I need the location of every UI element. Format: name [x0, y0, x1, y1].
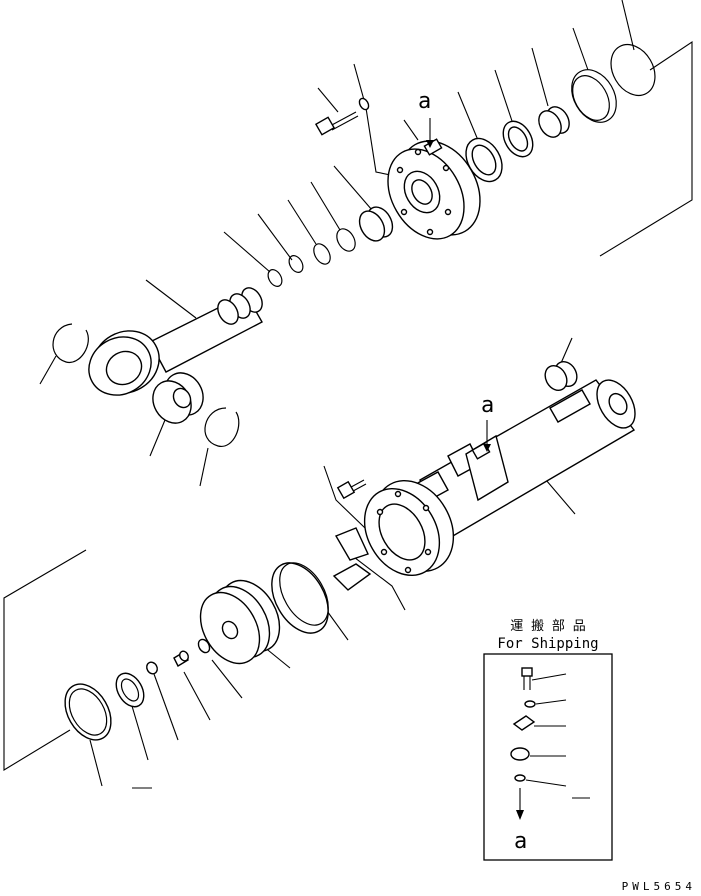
set-screw	[173, 650, 189, 667]
backup-ring	[571, 69, 617, 123]
view-a-mid-label: a	[481, 393, 494, 418]
view-a-top-label: a	[418, 89, 431, 114]
cylinder-tube	[363, 379, 636, 577]
snap-ring-top	[336, 228, 356, 252]
rod-end-bushing	[152, 372, 204, 424]
rod-end-snap-ring-2	[204, 407, 240, 447]
gland-bushing	[358, 206, 394, 242]
bearing-ring-1	[502, 120, 534, 158]
o-ring-large	[610, 43, 656, 97]
shipping-box: 運 搬 部 品 For Shipping a	[483, 619, 613, 861]
wear-ring	[271, 562, 329, 634]
tube-end-bushing	[544, 360, 578, 392]
tube-bolt	[336, 479, 367, 500]
seal-ring-3	[267, 269, 283, 287]
drawing-code: PWL5654	[622, 880, 696, 893]
seal-ring-1	[313, 243, 331, 265]
shipping-title-jp: 運 搬 部 品	[510, 619, 585, 634]
cylinder-head	[387, 138, 481, 240]
bushing-small	[538, 106, 570, 138]
flat-ring	[115, 672, 145, 708]
view-a-mid-marker: a	[481, 393, 494, 452]
seal-ring-2	[288, 255, 304, 273]
bearing-ring-2	[465, 137, 503, 183]
piston-seal	[64, 683, 112, 741]
washer-small	[358, 97, 370, 111]
half-ring-lower	[332, 563, 372, 591]
view-a-top-marker: a	[418, 89, 434, 148]
rod-end-snap-ring	[52, 323, 89, 363]
piston-rod	[88, 287, 263, 396]
view-a-box-label: a	[514, 829, 527, 854]
piston-nut	[197, 638, 211, 654]
mounting-bolt	[314, 111, 359, 136]
half-ring-upper	[334, 527, 369, 561]
piston	[199, 579, 281, 665]
shipping-title-en: For Shipping	[497, 636, 598, 652]
ball	[146, 661, 158, 675]
